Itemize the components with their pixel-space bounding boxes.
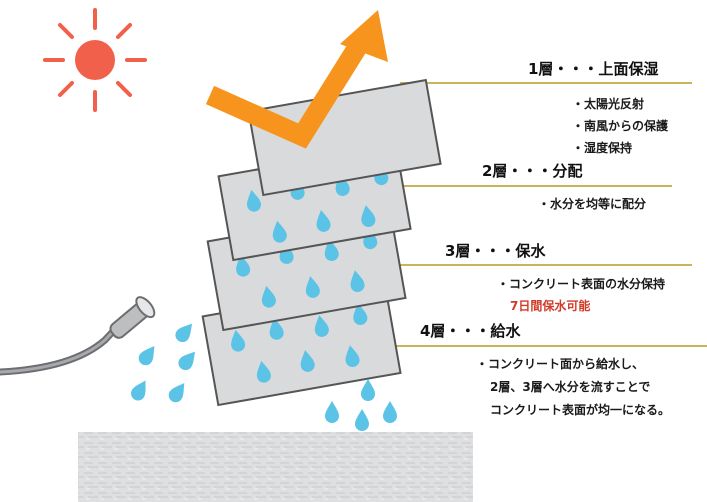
shower-icon: [0, 296, 156, 376]
layer-3-highlight: 7日間保水可能: [510, 299, 591, 313]
layer-4-bullet-2: 2層、3層へ水分を流すことで: [490, 380, 651, 394]
layer-4-bullet-1: ・コンクリート面から給水し、: [476, 357, 645, 371]
layer-3-title: 3層・・・保水: [445, 242, 546, 260]
layer-4-bullet-3: コンクリート表面が均一になる。: [490, 403, 671, 417]
layer-2-title: 2層・・・分配: [482, 162, 583, 180]
layer-1-bullet-2: ・南風からの保護: [572, 119, 669, 133]
concrete-texture: [78, 432, 473, 502]
arrow-icon: [205, 10, 388, 149]
leader-lines: [390, 82, 707, 347]
sun-icon: [43, 8, 147, 112]
layer-1-panel: [247, 78, 442, 197]
layer-1-bullet-1: ・太陽光反射: [572, 97, 645, 111]
layer-1-title: 1層・・・上面保湿: [528, 60, 659, 78]
layer-4-title: 4層・・・給水: [420, 322, 521, 340]
layer-2-bullet-1: ・水分を均等に配分: [538, 197, 647, 211]
layer-3-bullet-1: ・コンクリート表面の水分保持: [497, 277, 666, 291]
layer-1-bullet-3: ・湿度保持: [572, 141, 633, 155]
